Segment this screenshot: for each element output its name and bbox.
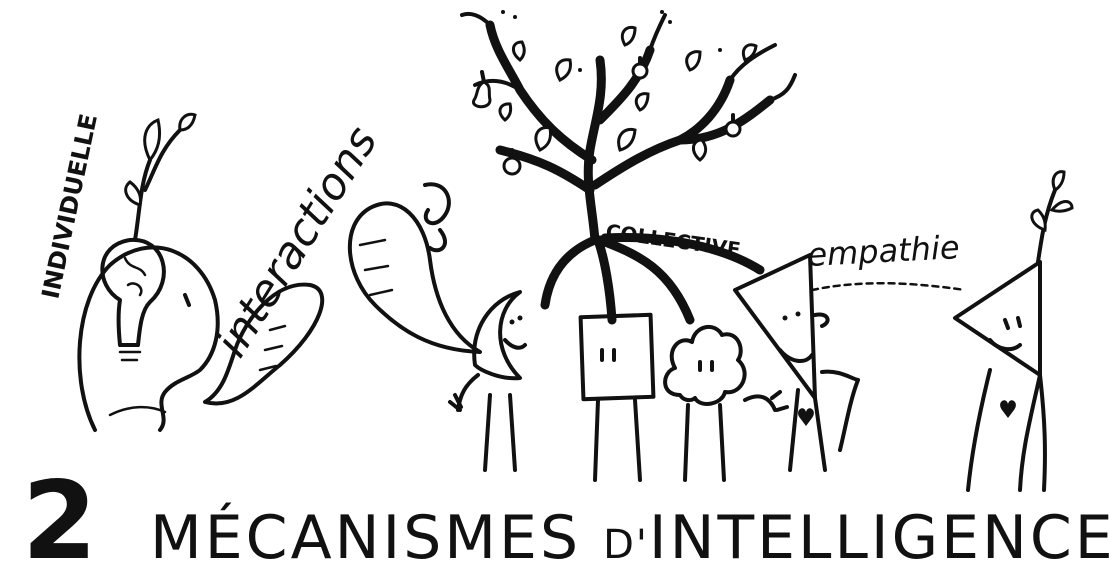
title-number: 2: [22, 459, 98, 584]
interactions-swirl: [423, 182, 451, 253]
character-moon: [448, 290, 527, 472]
label-interactions: interactions: [206, 118, 388, 366]
label-individuelle: INDIVIDUELLE: [36, 111, 103, 301]
character-triangle: [733, 253, 860, 472]
apple-icon: [631, 56, 649, 80]
label-empathie: empathie: [806, 228, 960, 274]
speech-bubble-small: [203, 282, 325, 406]
character-square: [578, 312, 656, 482]
speech-bubble-large: [348, 201, 482, 354]
title-prefix: D': [603, 522, 649, 568]
title-word-mecanismes: MÉCANISMES: [150, 503, 582, 573]
lightbulb-icon: [100, 237, 166, 362]
character-cone: [953, 170, 1074, 492]
pear-icon: [472, 70, 492, 109]
apple-icon: [724, 113, 742, 138]
apple-icon: [502, 148, 522, 176]
empathie-dashed-link: [810, 281, 967, 292]
thinking-head: [77, 245, 220, 432]
tree-illustration: [460, 10, 797, 325]
title-word-intelligence: INTELLIGENCE: [648, 503, 1109, 573]
sprout-icon: [124, 112, 197, 242]
character-cloud: [663, 325, 789, 482]
page-title: MÉCANISMES D'INTELLIGENCE: [150, 503, 1109, 580]
